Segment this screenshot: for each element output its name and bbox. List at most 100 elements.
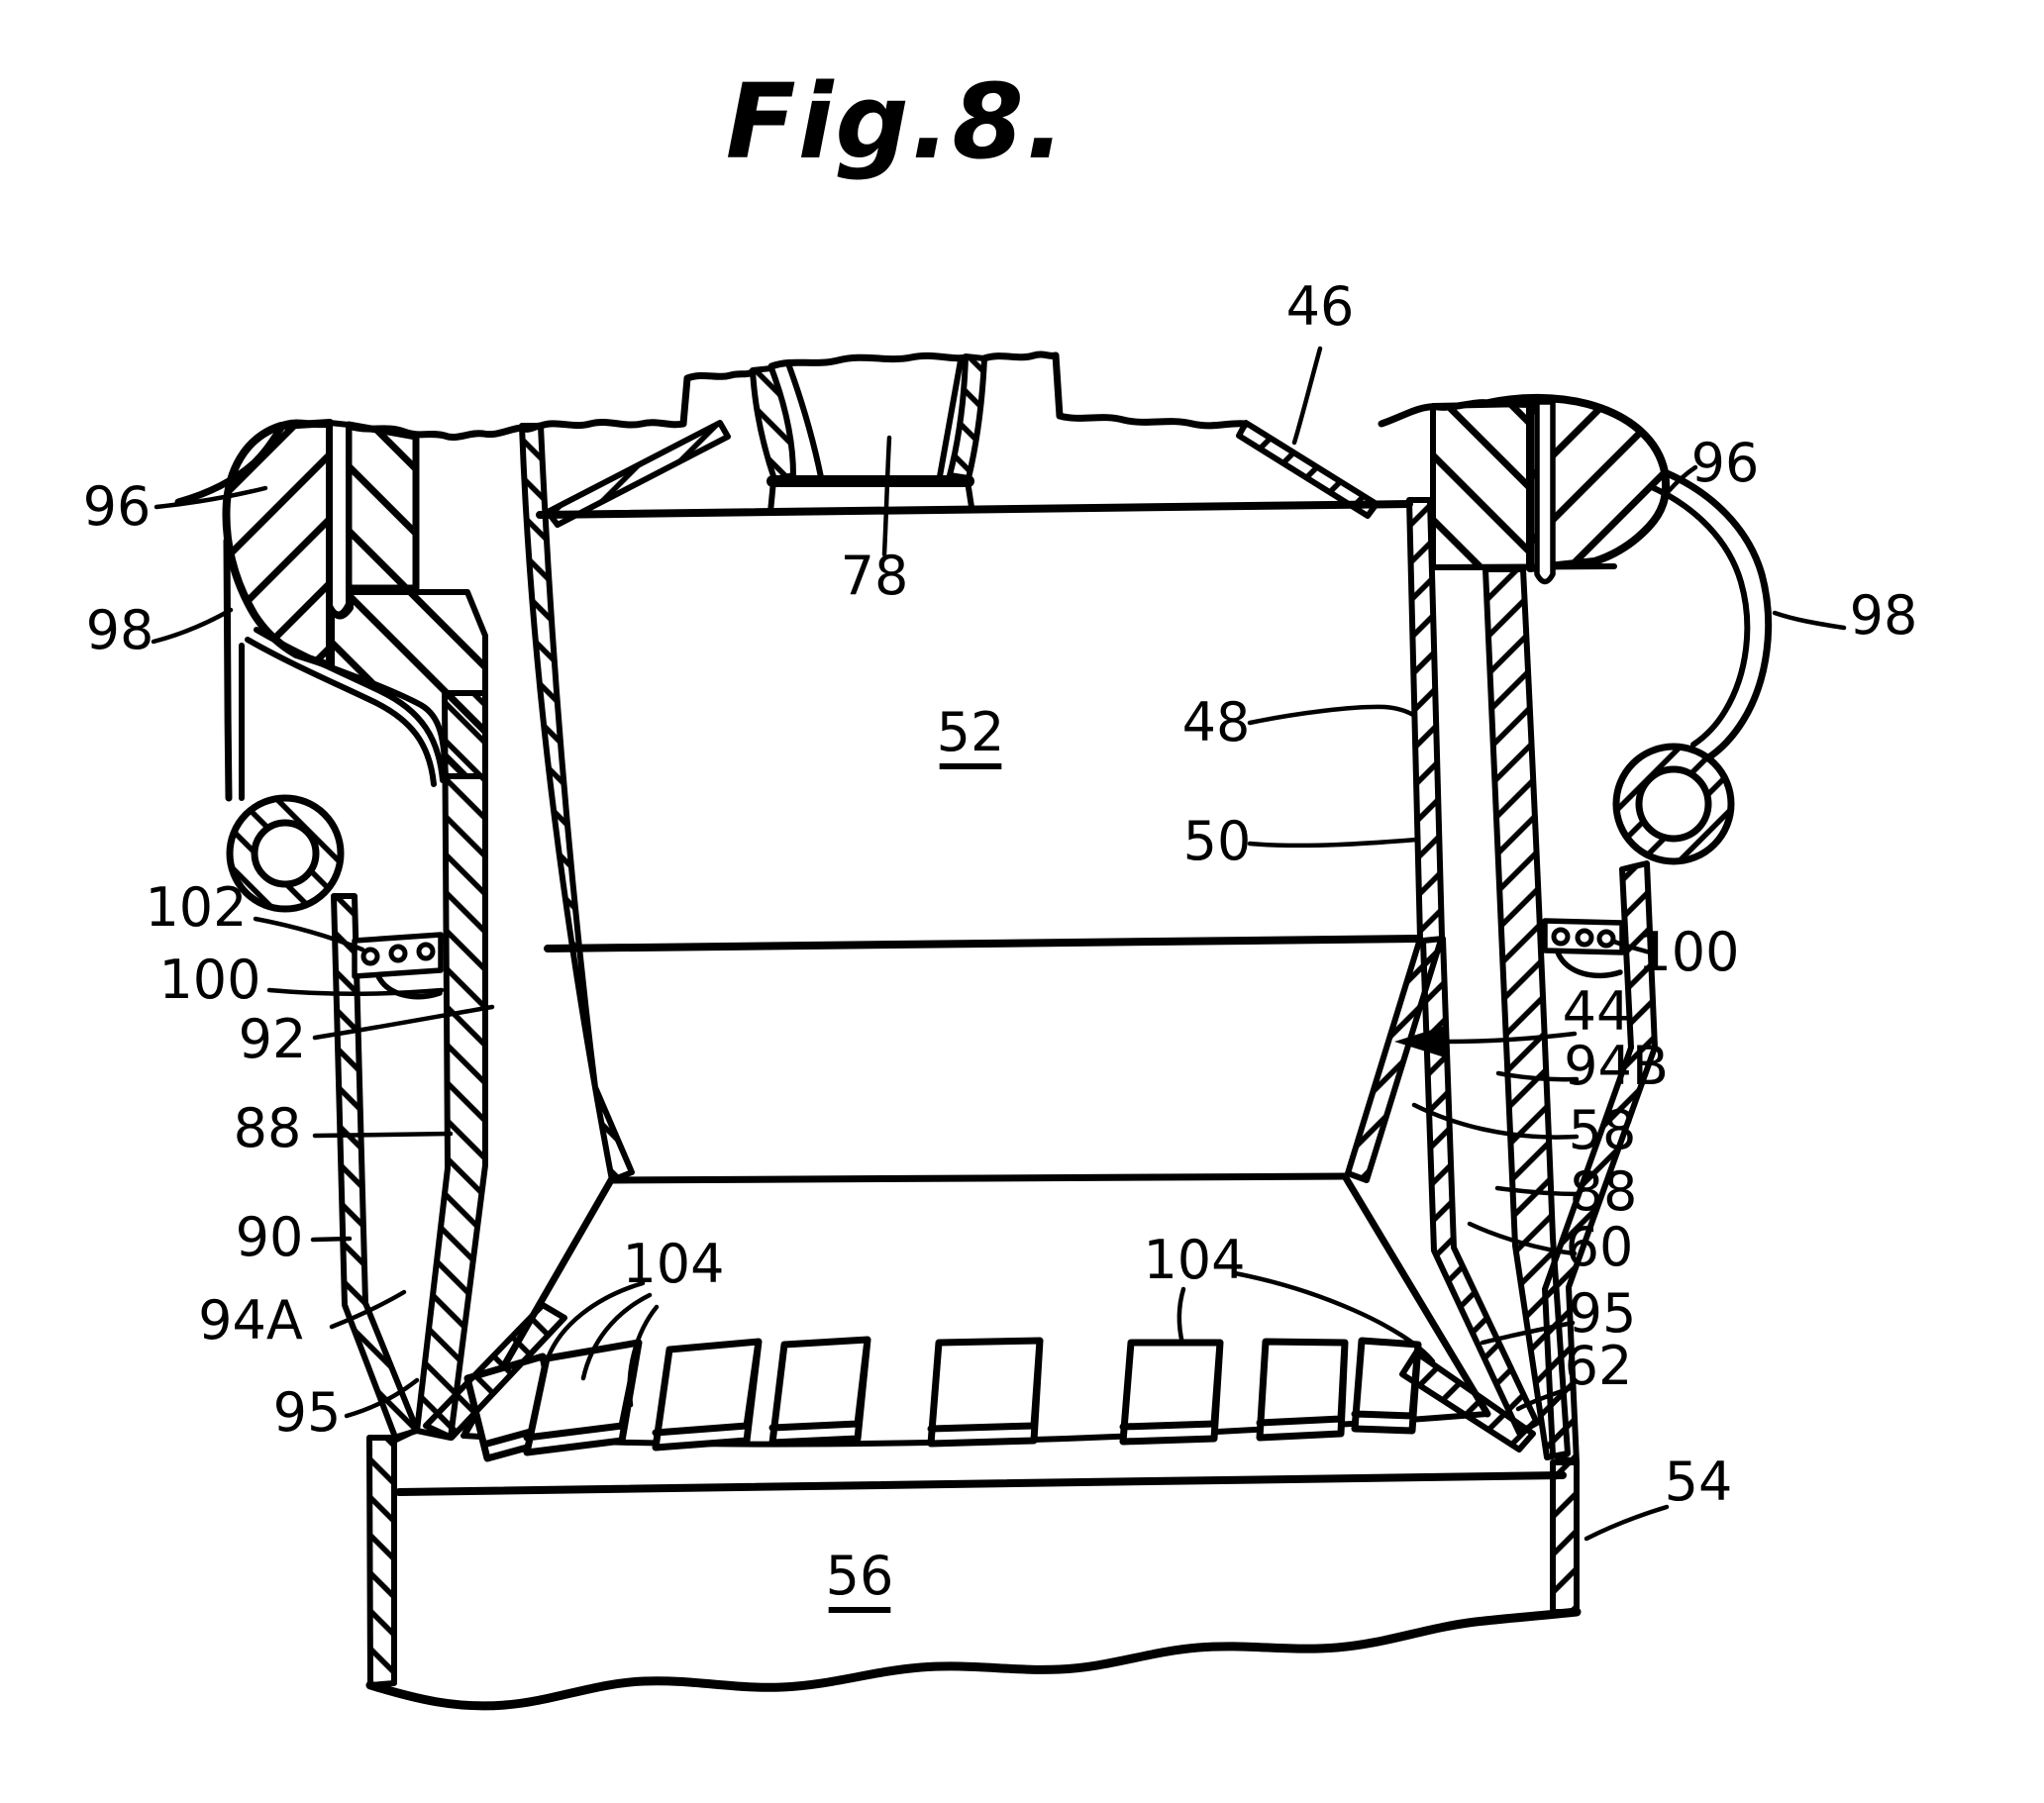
- leader-line-90: [310, 1236, 353, 1243]
- floor-tile: [652, 1338, 763, 1452]
- leader-line-94B: [1495, 1070, 1580, 1082]
- ref-label-95-right: 95: [1569, 1282, 1637, 1345]
- back-wall-bottom-line: [607, 1172, 1349, 1184]
- left-cooling-ring-strip: [352, 932, 444, 979]
- ref-label-88-right: 88: [1570, 1160, 1638, 1223]
- cooling-hole: [416, 942, 436, 961]
- leader-line-62: [1515, 1385, 1574, 1412]
- floor-tile: [1256, 1338, 1349, 1442]
- leader-line-104-right: [1232, 1270, 1436, 1364]
- leader-line-78: [881, 435, 892, 557]
- right-bolt: [1534, 399, 1556, 585]
- left-rolled-curl: [226, 794, 345, 913]
- right-skirt-wall-62: [1399, 1350, 1536, 1452]
- cooling-hole: [388, 944, 408, 963]
- leader-line-92: [312, 1004, 495, 1041]
- leader-line-96-right: [1665, 464, 1698, 495]
- leader-line-98-left: [151, 607, 234, 645]
- ref-label-56: 56: [826, 1545, 894, 1607]
- left-outer-casing: [222, 419, 488, 913]
- funnel-lip-connector-left: [767, 478, 776, 515]
- leader-line-88-right: [1494, 1185, 1582, 1197]
- ref-label-104-right: 104: [1143, 1229, 1245, 1291]
- ref-label-92: 92: [239, 1008, 307, 1070]
- ref-label-48: 48: [1182, 691, 1251, 753]
- cooling-hole: [1575, 928, 1594, 948]
- base-plate: [365, 1428, 1582, 1711]
- floor-tiles: [463, 1336, 1422, 1462]
- ref-label-94B: 94B: [1564, 1035, 1669, 1097]
- ref-label-62: 62: [1565, 1335, 1633, 1397]
- left-flange-blob: [222, 419, 334, 669]
- ref-label-96-left: 96: [83, 475, 152, 538]
- ref-label-102: 102: [145, 876, 247, 939]
- ref-label-94A: 94A: [198, 1289, 303, 1352]
- floor-tile: [1119, 1339, 1224, 1446]
- funnel-left-band: [750, 365, 796, 482]
- leader-line-104-left: [627, 1304, 660, 1408]
- right-flange-seam: [1430, 563, 1617, 570]
- leader-line-44: [1443, 1031, 1578, 1045]
- figure-title: Fig.8.: [725, 61, 1068, 182]
- leader-line-95-right: [1480, 1320, 1576, 1346]
- head-interior-top-line: [536, 500, 1413, 519]
- plate-top-edge: [395, 1471, 1567, 1496]
- ref-label-98-right: 98: [1850, 584, 1918, 647]
- break-edge-step: [1052, 351, 1064, 420]
- ref-label-88-left: 88: [234, 1097, 302, 1159]
- break-edge: [980, 351, 1060, 362]
- ref-label-44: 44: [1563, 980, 1631, 1043]
- ref-label-90: 90: [236, 1206, 304, 1268]
- floor-tile: [1351, 1337, 1422, 1435]
- ref-label-54: 54: [1665, 1451, 1733, 1513]
- left-skin-inner-curve: [254, 627, 446, 783]
- arrowhead-44: [1394, 1025, 1448, 1058]
- left-inner-liner-wall-92: [519, 423, 635, 1183]
- leader-line-102: [253, 916, 365, 952]
- plate-left-edge-band: [366, 1435, 397, 1688]
- funnel-lip-connector-right: [965, 478, 974, 510]
- leader-line-104-right: [1176, 1286, 1186, 1347]
- right-rolled-curl: [1612, 743, 1735, 865]
- leader-line-104-left: [545, 1280, 646, 1361]
- leader-line-60: [1467, 1221, 1578, 1256]
- cooling-hole: [1551, 927, 1571, 947]
- ref-label-100-left: 100: [158, 949, 260, 1011]
- leader-line-88-left: [312, 1131, 454, 1139]
- ref-label-46: 46: [1286, 275, 1355, 338]
- leader-line-98-right: [1772, 610, 1847, 631]
- break-edge: [683, 367, 758, 382]
- plate-right-edge-band: [1550, 1459, 1580, 1615]
- leader-line-96-left: [153, 485, 268, 510]
- left-skin-outer: [223, 537, 233, 802]
- leader-line-50: [1247, 837, 1420, 849]
- right-skin-outer: [1661, 468, 1773, 762]
- leader-line-95-left: [344, 1377, 420, 1419]
- ref-label-52: 52: [937, 701, 1005, 763]
- ref-label-60: 60: [1566, 1216, 1634, 1278]
- ref-label-98-left: 98: [86, 599, 154, 661]
- leader-line-54: [1584, 1504, 1670, 1542]
- ref-label-100-right: 100: [1637, 921, 1739, 983]
- left-flange-block: [345, 421, 420, 592]
- ref-label-78: 78: [841, 545, 909, 607]
- right-walls: [1345, 497, 1658, 1465]
- left-strip-hook-line: [375, 973, 443, 1000]
- right-outer-casing: [1430, 393, 1773, 865]
- swirler-funnel: [750, 351, 987, 515]
- funnel-right-band: [947, 353, 987, 481]
- cooling-hole: [360, 947, 380, 966]
- cowl-strip-right-46: [1236, 420, 1380, 519]
- ref-label-104-left: 104: [622, 1233, 724, 1295]
- left-bolt: [327, 420, 352, 618]
- leader-line-46: [1291, 346, 1323, 446]
- left-skin-inner-curve-2: [245, 637, 437, 787]
- left-casing-lower-wall-90: [331, 893, 420, 1443]
- break-edge-step: [679, 374, 691, 428]
- funnel-mouth-wavy-edge: [767, 351, 970, 370]
- left-outer-liner-wall-88: [414, 690, 488, 1441]
- leader-line-100-left: [266, 987, 445, 997]
